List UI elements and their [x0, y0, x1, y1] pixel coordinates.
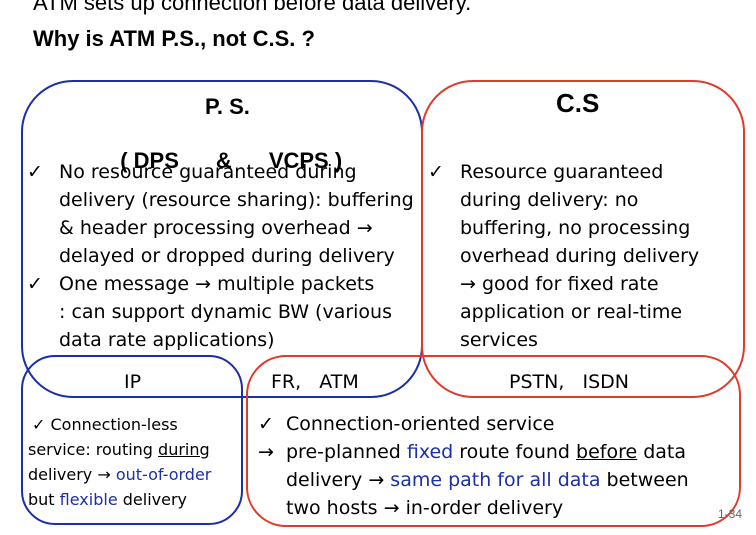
ps-b2-line: data rate applications): [59, 329, 275, 351]
ps-b1-line: delivery (resource sharing): buffering: [59, 189, 414, 211]
arrow-icon: →: [258, 441, 274, 463]
check-icon: ✓: [258, 413, 274, 435]
ip-frame: [21, 355, 243, 525]
ps-subtitle: ( DPS & VCPS ): [108, 122, 342, 174]
cs-line: services: [460, 329, 538, 351]
ps-b2-line: : can support dynamic BW (various: [59, 301, 393, 323]
ip-l1-text: Connection-less: [50, 415, 178, 434]
co-l1-text: Connection-oriented service: [286, 413, 555, 435]
ps-sub-dps: ( DPS: [120, 148, 179, 173]
co-l2-tail: data: [637, 441, 687, 463]
ip-line-2: service: routing during: [28, 437, 211, 462]
ps-bullet-1: ✓ No resource guaranteed during delivery…: [27, 158, 414, 270]
ip-during-underlined: during: [158, 440, 210, 459]
ip-out-of-order: out-of-order: [115, 465, 212, 484]
co-line-4: two hosts → in-order delivery: [286, 497, 564, 519]
page-number: 1-34: [717, 507, 742, 521]
check-icon: ✓: [27, 161, 43, 183]
co-line-3: delivery → same path for all data betwee…: [258, 466, 689, 494]
label-pstn-isdn: PSTN, ISDN: [509, 371, 630, 393]
heading-question: Why is ATM P.S., not C.S. ?: [33, 26, 315, 51]
ip-line-3: delivery → out-of-order: [28, 462, 211, 487]
cs-line: overhead during delivery: [460, 245, 700, 267]
ps-bullet-2: ✓ One message → multiple packets : can s…: [27, 270, 392, 354]
co-fixed: fixed: [406, 441, 454, 463]
cs-bullet: ✓ Resource guaranteed during delivery: n…: [428, 158, 699, 354]
cs-title: C.S: [556, 88, 600, 118]
connection-oriented-frame: [246, 355, 741, 527]
check-icon: ✓: [428, 161, 444, 183]
ps-title: P. S.: [205, 94, 250, 119]
check-icon: ✓: [32, 415, 46, 434]
cs-line: → good for fixed rate: [460, 273, 659, 295]
ip-l4-tail: delivery: [117, 490, 187, 509]
ip-flexible: flexible: [59, 490, 118, 509]
heading-line1: ATM sets up connection before data deliv…: [33, 0, 472, 15]
ip-l3-text: delivery →: [28, 465, 116, 484]
co-l2-text: pre-planned: [286, 441, 407, 463]
ps-b2-line: One message → multiple packets: [59, 273, 375, 295]
co-l3-tail: between: [600, 469, 689, 491]
ip-line-4: but flexible delivery: [28, 487, 211, 512]
co-l3-text: delivery →: [286, 469, 391, 491]
cs-frame: [421, 80, 745, 398]
ip-line-1: ✓ Connection-less: [32, 412, 211, 437]
co-line-1: ✓ Connection-oriented service: [258, 410, 689, 438]
ps-b1-line: No resource guaranteed during: [59, 161, 357, 183]
label-fr-atm: FR, ATM: [271, 371, 359, 393]
ps-sub-vcps: VCPS ): [268, 148, 343, 173]
ip-l4-text: but: [28, 490, 60, 509]
ip-description: ✓ Connection-less service: routing durin…: [28, 412, 211, 512]
co-before-underlined: before: [576, 441, 638, 463]
co-same-path: same path for all data: [390, 469, 601, 491]
ip-l2-text: service: routing: [28, 440, 159, 459]
cs-line: application or real-time: [460, 301, 683, 323]
cs-line: Resource guaranteed: [460, 161, 664, 183]
cs-line: during delivery: no: [460, 189, 639, 211]
co-line-2: → pre-planned fixed route found before da…: [258, 438, 689, 466]
co-description: ✓ Connection-oriented service → pre-planne…: [258, 410, 689, 522]
ps-b1-line: & header processing overhead →: [59, 217, 373, 239]
co-l2-mid: route found: [453, 441, 577, 463]
label-ip: IP: [124, 371, 142, 393]
ps-b1-line: delayed or dropped during delivery: [59, 245, 395, 267]
cs-line: buffering, no processing: [460, 217, 691, 239]
check-icon: ✓: [27, 273, 43, 295]
ps-sub-amp: &: [215, 148, 232, 173]
